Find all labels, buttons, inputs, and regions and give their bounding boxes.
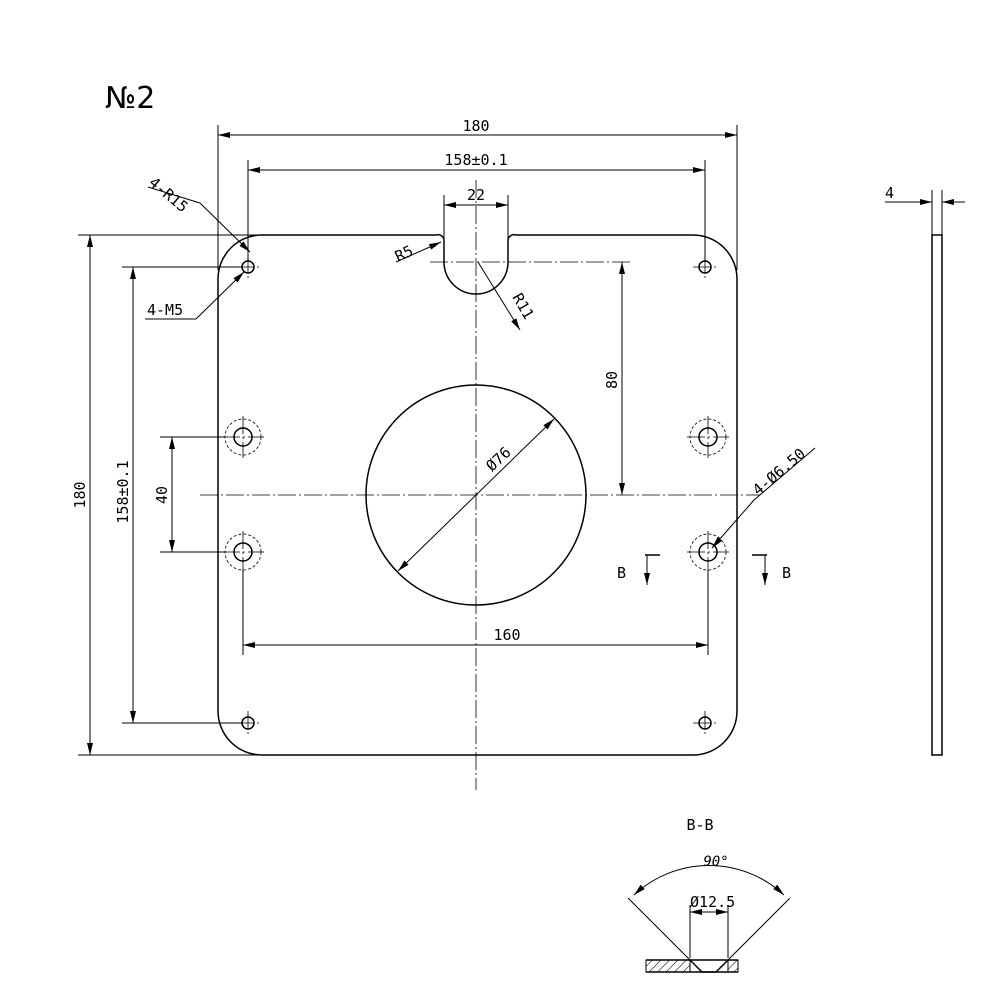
dim-slot-width-text: 22: [467, 186, 485, 204]
dim-overall-height-text: 180: [71, 481, 89, 508]
dim-corner-radius-text: 4-R15: [145, 173, 191, 216]
dim-hole-spacing-x: 158±0.1: [247, 151, 706, 262]
dim-slot-to-center-text: 80: [603, 371, 621, 389]
section-marker-right: B: [752, 554, 791, 585]
dim-slot-width: 22: [443, 186, 509, 240]
plate-outline: [217, 233, 738, 756]
section-marker-left: B: [617, 554, 660, 585]
dim-thickness-text: 4: [885, 184, 894, 202]
dim-cs-hole-spacing-x-text: 160: [493, 626, 520, 644]
section-title: B-B: [686, 816, 713, 834]
dim-overall-width-text: 180: [462, 117, 489, 135]
dim-countersunk-holes: 4-Ø6.50: [711, 445, 816, 549]
center-bore: [365, 384, 587, 606]
dim-cs-hole-spacing-y: 40: [153, 436, 225, 553]
dim-overall-height: 180: [71, 234, 260, 756]
dim-overall-width: 180: [217, 117, 738, 270]
dim-hole-spacing-y-text: 158±0.1: [114, 460, 132, 523]
dim-center-bore-text: Ø76: [482, 443, 514, 475]
dim-corner-radius: 4-R15: [145, 173, 251, 253]
dim-cs-hole-spacing-x: 160: [242, 570, 709, 655]
dim-hole-spacing-x-text: 158±0.1: [444, 151, 507, 169]
section-view: B-B 90° Ø12.5: [627, 816, 791, 973]
dim-slot-end-radius: R11: [477, 261, 538, 331]
countersunk-holes: [222, 416, 729, 573]
countersink-diameter-text: Ø12.5: [690, 893, 735, 911]
section-marker-left-text: B: [617, 564, 626, 582]
dim-hole-spacing-y: 158±0.1: [114, 266, 242, 724]
side-view: 4: [885, 184, 965, 756]
dim-tapped-holes: 4-M5: [145, 271, 245, 320]
dim-cs-hole-spacing-y-text: 40: [153, 486, 171, 504]
dim-tapped-holes-text: 4-M5: [147, 301, 183, 319]
countersink-angle-text: 90°: [703, 854, 728, 870]
dim-slot-corner-radius: R5: [392, 241, 442, 266]
section-marker-right-text: B: [782, 564, 791, 582]
dim-countersunk-holes-text: 4-Ø6.50: [749, 445, 809, 499]
sheet-label: №2: [105, 81, 155, 116]
dim-slot-corner-radius-text: R5: [392, 242, 416, 266]
dim-slot-to-center: 80: [603, 262, 625, 495]
